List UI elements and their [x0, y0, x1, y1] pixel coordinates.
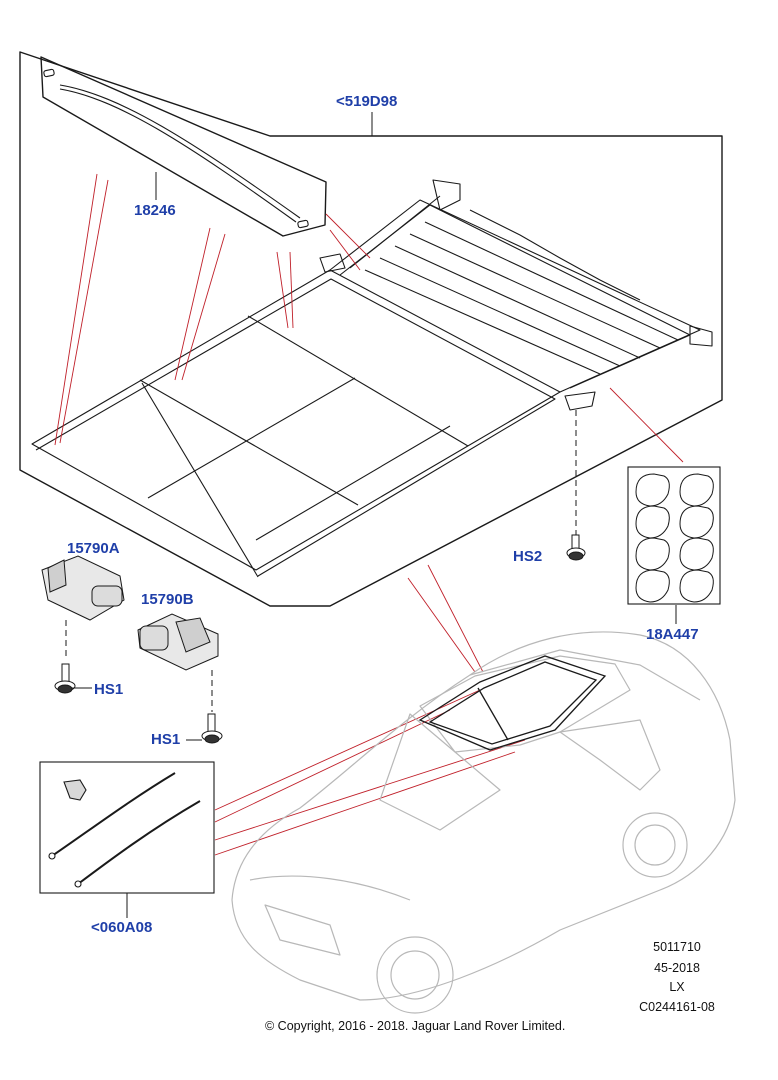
reference-line-3: LX	[669, 980, 685, 994]
reference-line-2: 45-2018	[654, 961, 700, 975]
callout-seal-strip: 18246	[134, 202, 176, 219]
reference-line-4: C0244161-08	[639, 1000, 715, 1014]
seal-strip-frame	[40, 56, 327, 237]
callout-motor-b: 15790B	[141, 591, 194, 608]
seal-strip-part	[43, 68, 309, 229]
callout-bolt-hs1-b: HS1	[151, 731, 181, 748]
motor-b	[137, 613, 223, 744]
copyright-notice: © Copyright, 2016 - 2018. Jaguar Land Ro…	[265, 1019, 566, 1033]
clip-set	[627, 466, 721, 605]
headliner-panel-border	[19, 51, 723, 607]
callout-bolt-hs1-a: HS1	[94, 681, 124, 698]
leader-lines	[54, 173, 684, 856]
vehicle-sunroof	[418, 655, 607, 751]
callout-drain-tubes: <060A08	[91, 919, 153, 936]
bolt-hs2	[566, 410, 586, 561]
callout-motor-a: 15790A	[67, 540, 120, 557]
callout-headliner-assembly: <519D98	[336, 93, 398, 110]
callout-clips: 18A447	[646, 626, 699, 643]
drain-tube-set	[39, 761, 215, 894]
motor-a	[41, 555, 125, 694]
reference-line-1: 5011710	[653, 940, 701, 954]
callout-bolt-hs2: HS2	[513, 548, 543, 565]
sunroof-panel	[31, 179, 713, 578]
vehicle-outline	[231, 631, 736, 1014]
